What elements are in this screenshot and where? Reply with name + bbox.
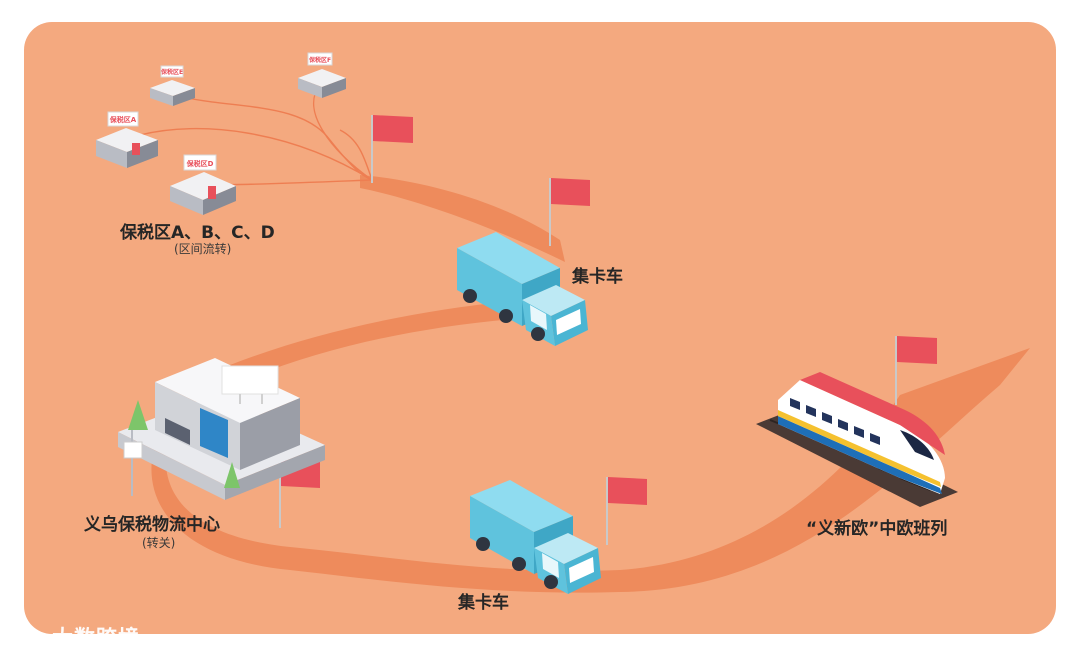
watermark-text: 大数跨境: [52, 626, 140, 650]
logistics-center-label: 义乌保税物流中心: [84, 510, 220, 535]
logistics-center-sublabel: (转关): [142, 534, 175, 551]
diagram-panel: 保税区E 保税区F 保税区A 保税区D: [24, 22, 1056, 634]
train-label: “义新欧”中欧班列: [806, 514, 947, 539]
watermark-logo-icon: [10, 628, 46, 648]
sign-text: 保税区E: [160, 68, 183, 76]
truck-top-label: 集卡车: [572, 262, 623, 287]
sign-text: 保税区D: [186, 159, 214, 168]
truck-bottom-label: 集卡车: [458, 588, 509, 613]
sign-text: 保税区A: [109, 115, 137, 124]
route-diagram: 保税区E 保税区F 保税区A 保税区D: [24, 22, 1056, 634]
watermark: 大数跨境: [10, 622, 140, 652]
zones-sublabel: (区间流转): [174, 240, 231, 257]
sign-text: 保税区F: [308, 56, 331, 64]
